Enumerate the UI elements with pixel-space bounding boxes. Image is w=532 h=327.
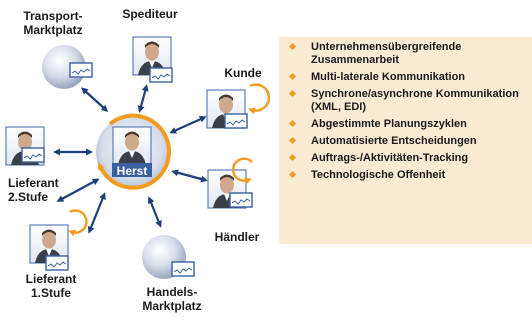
label-kunde: Kunde: [224, 66, 262, 80]
diamond-bullet-icon: [288, 42, 297, 51]
chart-icon: [45, 255, 69, 271]
feature-text: Multi-laterale Kommunikation: [311, 71, 466, 83]
chart-icon: [149, 67, 173, 83]
feature-item: Auftrags-/Aktivitäten-Tracking: [279, 152, 532, 165]
transport-marketplace: [42, 45, 93, 89]
label-transport: Transport- Marktplatz: [23, 9, 83, 37]
spediteur-node: [132, 36, 173, 83]
label-handels: Handels- Marktplatz: [142, 285, 202, 313]
arrow-spediteur: [137, 84, 149, 113]
feature-item: Multi-laterale Kommunikation: [279, 71, 532, 84]
cycle-arrow-icon: [68, 209, 88, 237]
arrow-lieferant1: [87, 192, 106, 234]
feature-item: Abgestimmte Planungszyklen: [279, 118, 532, 131]
label-herst: Herst: [116, 164, 148, 178]
feature-text: Technologische Offenheit: [311, 169, 446, 181]
chart-icon: [69, 62, 93, 78]
diamond-bullet-icon: [288, 153, 297, 162]
arrow-kunde: [169, 116, 207, 134]
feature-text: Automatisierte Entscheidungen: [311, 135, 477, 147]
chart-icon: [171, 261, 195, 277]
diamond-bullet-icon: [288, 89, 297, 98]
arrow-lieferant2-lieferant1: [56, 178, 100, 202]
label-lieferant2: Lieferant 2.Stufe: [8, 176, 59, 204]
kunde-node: [206, 83, 271, 129]
herst-label-bg: [112, 163, 152, 177]
cycle-arrow-icon: [248, 83, 271, 115]
arrow-haendler: [171, 169, 208, 183]
feature-item: Automatisierte Entscheidungen: [279, 135, 532, 148]
feature-item: Synchrone/asynchrone Kommunikation (XML,…: [279, 88, 532, 114]
diamond-bullet-icon: [288, 136, 297, 145]
feature-list: Unternehmensübergreifende Zusammenarbeit…: [279, 37, 532, 182]
lieferant1-node: [29, 209, 88, 271]
diamond-bullet-icon: [288, 119, 297, 128]
diamond-bullet-icon: [288, 170, 297, 179]
label-haendler: Händler: [214, 230, 260, 244]
feature-text: Auftrags-/Aktivitäten-Tracking: [311, 152, 469, 164]
feature-text: Abgestimmte Planungszyklen: [311, 118, 467, 130]
feature-item: Unternehmensübergreifende Zusammenarbeit: [279, 41, 532, 67]
trade-marketplace: [142, 235, 195, 279]
herst-hub: [96, 113, 171, 190]
label-lieferant1: Lieferant 1.Stufe: [25, 272, 77, 300]
chart-icon: [21, 147, 45, 163]
lieferant2-node: [5, 126, 45, 166]
feature-text: Synchrone/asynchrone Kommunikation (XML,…: [311, 88, 519, 113]
feature-item: Technologische Offenheit: [279, 169, 532, 182]
haendler-node: [207, 157, 253, 209]
chart-icon: [224, 113, 248, 129]
person-icon: [112, 126, 152, 166]
arrow-transport: [81, 87, 109, 113]
cycle-arrow-icon: [231, 157, 253, 185]
feature-text: Unternehmensübergreifende Zusammenarbeit: [311, 41, 462, 66]
hub-cycle-arrow-icon: [97, 113, 171, 190]
diamond-bullet-icon: [288, 72, 297, 81]
chart-icon: [229, 192, 253, 208]
label-spediteur: Spediteur: [122, 7, 178, 21]
feature-list-panel: Unternehmensübergreifende Zusammenarbeit…: [279, 37, 532, 244]
connector-arrows: [53, 84, 208, 234]
arrow-handels: [147, 196, 162, 228]
